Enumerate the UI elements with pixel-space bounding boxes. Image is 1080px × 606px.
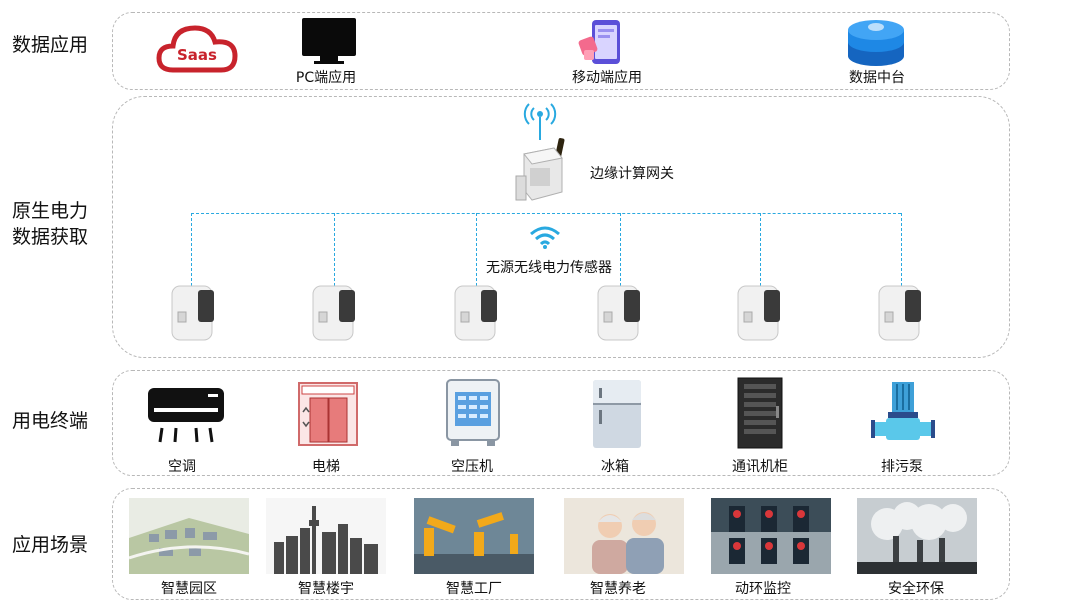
- sewage-pump-icon: [870, 380, 936, 448]
- scenario-label-2: 智慧楼宇: [298, 581, 354, 597]
- pc-app-label: PC端应用: [295, 70, 357, 86]
- terminal-label-5: 通讯机柜: [732, 459, 788, 475]
- row-label-data-app: 数据应用: [12, 34, 89, 56]
- gateway-signal-icon: [522, 100, 558, 140]
- acquire-panel: [112, 96, 1010, 358]
- terminal-label-1: 空调: [168, 459, 196, 475]
- row-label-terminal: 用电终端: [12, 410, 89, 432]
- terminal-label-6: 排污泵: [881, 459, 923, 475]
- air-compressor-icon: [445, 378, 501, 448]
- scenario-label-1: 智慧园区: [161, 581, 217, 597]
- mobile-phone-icon: [576, 18, 626, 66]
- environment-monitoring-image: [711, 498, 831, 574]
- row-label-acquire-line1: 原生电力: [12, 200, 89, 222]
- terminal-panel: [112, 370, 1010, 476]
- wifi-icon: [529, 224, 561, 250]
- terminal-label-3: 空压机: [451, 459, 493, 475]
- smart-building-image: [266, 498, 386, 574]
- smart-park-image: [129, 498, 249, 574]
- row-label-scenario: 应用场景: [12, 534, 89, 556]
- sensor-device-icon: [170, 282, 218, 342]
- edge-gateway-device-icon: [510, 136, 574, 208]
- sensor-device-icon: [596, 282, 644, 342]
- mobile-app-label: 移动端应用: [572, 70, 642, 86]
- terminal-label-4: 冰箱: [601, 459, 629, 475]
- elevator-icon: [298, 382, 358, 446]
- server-cabinet-icon: [736, 376, 784, 450]
- scenario-label-5: 动环监控: [735, 581, 791, 597]
- data-app-panel: [112, 12, 1010, 90]
- sensor-device-icon: [736, 282, 784, 342]
- saas-logo-text: Saas: [177, 46, 217, 64]
- database-platform-icon: [846, 16, 906, 68]
- terminal-label-2: 电梯: [312, 459, 340, 475]
- connector-drop-6: [901, 213, 902, 291]
- smart-factory-image: [414, 498, 534, 574]
- sensor-label: 无源无线电力传感器: [486, 260, 612, 276]
- connector-drop-4: [620, 213, 621, 291]
- sensor-device-icon: [877, 282, 925, 342]
- scenario-label-6: 安全环保: [888, 581, 944, 597]
- sensor-device-icon: [453, 282, 501, 342]
- connector-drop-2: [334, 213, 335, 291]
- row-label-acquire-line2: 数据获取: [12, 226, 89, 248]
- sensor-device-icon: [311, 282, 359, 342]
- gateway-label: 边缘计算网关: [590, 166, 674, 182]
- scenario-label-3: 智慧工厂: [446, 581, 502, 597]
- scenario-panel: [112, 488, 1010, 600]
- pc-monitor-icon: [302, 18, 356, 66]
- connector-drop-3: [476, 213, 477, 291]
- air-conditioner-icon: [146, 386, 226, 452]
- smart-elderly-care-image: [564, 498, 684, 574]
- connector-drop-5: [760, 213, 761, 291]
- connector-line: [191, 213, 901, 214]
- saas-cloud-icon: Saas: [155, 18, 239, 78]
- data-platform-label: 数据中台: [849, 70, 905, 86]
- scenario-label-4: 智慧养老: [590, 581, 646, 597]
- refrigerator-icon: [591, 378, 643, 450]
- connector-drop-1: [191, 213, 192, 291]
- safety-environment-image: [857, 498, 977, 574]
